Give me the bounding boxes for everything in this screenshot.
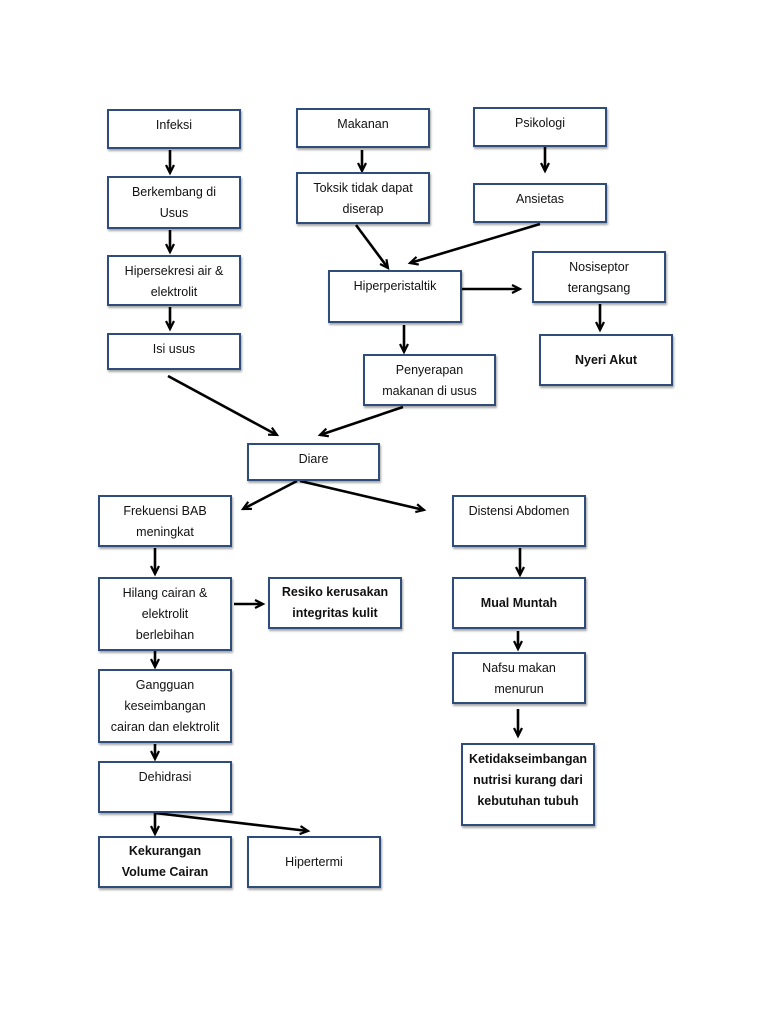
node-ketidakseimbangan: Ketidakseimbangan nutrisi kurang dari ke…: [461, 743, 595, 826]
arrow-isi-usus-diare: [167, 374, 280, 437]
node-nyeri-akut: Nyeri Akut: [539, 334, 673, 386]
node-resiko: Resiko kerusakan integritas kulit: [268, 577, 402, 629]
arrow-penyerapan-diare: [317, 405, 404, 438]
node-ketidakseimbangan-text: Ketidakseimbangan nutrisi kurang dari ke…: [468, 752, 588, 808]
arrow-diare-frekuensi: [240, 479, 298, 511]
arrow-diare-distensi: [299, 479, 427, 514]
node-kekurangan: Kekurangan Volume Cairan: [98, 836, 232, 888]
node-psikologi: Psikologi: [473, 107, 607, 147]
node-dehidrasi: Dehidrasi: [98, 761, 232, 813]
node-ansietas: Ansietas: [473, 183, 607, 223]
node-penyerapan: Penyerapan makanan di usus: [363, 354, 496, 406]
node-nosiseptor-text: Nosiseptor terangsang: [567, 260, 631, 295]
node-diare: Diare: [247, 443, 380, 481]
node-makanan: Makanan: [296, 108, 430, 148]
node-frekuensi: Frekuensi BAB meningkat: [98, 495, 232, 547]
node-kekurangan-text: Kekurangan Volume Cairan: [121, 844, 209, 879]
node-hiperperistaltik: Hiperperistaltik: [328, 270, 462, 323]
node-resiko-text: Resiko kerusakan integritas kulit: [281, 585, 389, 620]
node-berkembang: Berkembang di Usus: [107, 176, 241, 229]
node-penyerapan-text: Penyerapan makanan di usus: [382, 363, 477, 398]
node-isi-usus: Isi usus: [107, 333, 241, 370]
node-distensi: Distensi Abdomen: [452, 495, 586, 547]
node-mual-muntah: Mual Muntah: [452, 577, 586, 629]
node-hipersekresi: Hipersekresi air & elektrolit: [107, 255, 241, 306]
node-nafsu: Nafsu makan menurun: [452, 652, 586, 704]
node-berkembang-text: Berkembang di Usus: [131, 185, 217, 220]
node-hilang-cairan: Hilang cairan & elektrolit berlebihan: [98, 577, 232, 651]
arrow-toksik-hiperperistaltik: [354, 224, 390, 270]
node-infeksi: Infeksi: [107, 109, 241, 149]
node-toksik-text: Toksik tidak dapat diserap: [313, 181, 413, 216]
node-hilang-cairan-text: Hilang cairan & elektrolit berlebihan: [122, 586, 208, 642]
node-nosiseptor: Nosiseptor terangsang: [532, 251, 666, 303]
arrow-dehidrasi-hipertermi: [154, 811, 311, 836]
node-gangguan-text: Gangguan keseimbangan cairan dan elektro…: [110, 678, 220, 734]
node-hipertermi: Hipertermi: [247, 836, 381, 888]
arrow-ansietas-hiperperistaltik: [407, 222, 541, 266]
node-hipersekresi-text: Hipersekresi air & elektrolit: [124, 264, 224, 299]
node-toksik: Toksik tidak dapat diserap: [296, 172, 430, 224]
node-gangguan: Gangguan keseimbangan cairan dan elektro…: [98, 669, 232, 743]
node-frekuensi-text: Frekuensi BAB meningkat: [123, 504, 207, 539]
node-nafsu-text: Nafsu makan menurun: [482, 661, 556, 696]
